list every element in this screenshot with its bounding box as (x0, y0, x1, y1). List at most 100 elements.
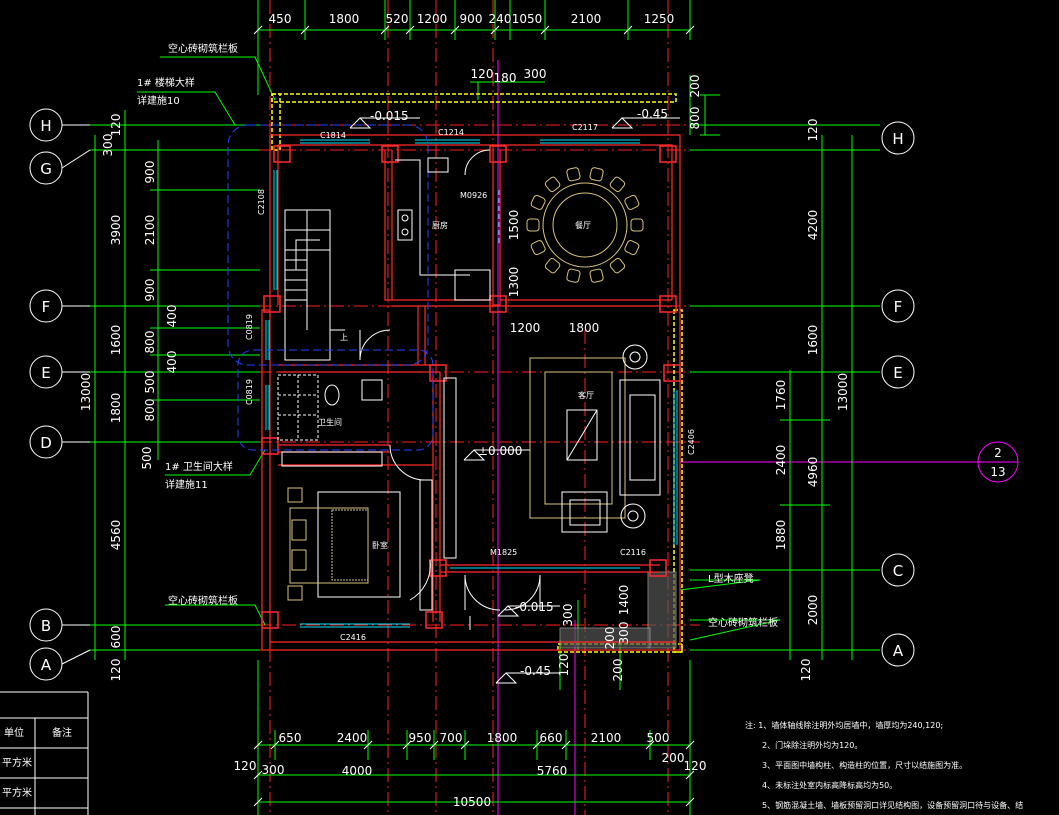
bottom-dim: 660 (540, 731, 563, 745)
dining-chair (609, 176, 626, 193)
notes-table (0, 691, 89, 815)
top-small-dim: 800 (688, 107, 702, 130)
columns (261, 145, 681, 629)
bottom-dim-2: 4000 (342, 764, 373, 778)
parapet-wall (271, 93, 683, 653)
room-dining: 餐厅 (575, 221, 591, 230)
bedroom-furniture (287, 479, 433, 611)
room-living: 客厅 (578, 390, 594, 400)
dining-chair (530, 194, 546, 210)
opening-c0819-lower: C0819 (245, 379, 254, 405)
top-dim: 900 (460, 12, 483, 26)
top-dim: 520 (386, 12, 409, 26)
axis-label-f-left: F (42, 298, 51, 316)
axis-bubbles-right (881, 121, 915, 667)
stair (284, 209, 391, 361)
bottom-dim: 950 (409, 731, 432, 745)
top-small-dim: 300 (524, 67, 547, 81)
bottom-dim-2: 120 (234, 759, 257, 773)
axis-label-b-left: B (41, 617, 51, 635)
note-line: 5、钢筋混凝土墙、墙板预留洞口详见结构图，设备预留洞口待与设备、结 (762, 800, 1023, 810)
top-dim: 240 (489, 12, 512, 26)
table-cell: 平方米 (2, 786, 32, 799)
opening-c1814: C1814 (320, 131, 346, 140)
callout-top-parapet: 空心砖砌筑栏板 (168, 42, 238, 55)
axis-label-a-left: A (41, 656, 52, 674)
top-small-dim: 180 (494, 71, 517, 85)
left-dim: 400 (165, 305, 179, 328)
dining-chair (566, 268, 581, 283)
walls (261, 134, 681, 651)
left-dim-outer: 1800 (109, 393, 123, 424)
opening-c2116: C2116 (620, 548, 646, 557)
left-dim-outer: 1600 (109, 325, 123, 356)
right-dim: 2400 (774, 445, 788, 476)
bottom-small-dim: 120 (557, 654, 571, 677)
callout-bath-ref: 详建施11 (165, 478, 208, 491)
top-small-dim: 200 (688, 75, 702, 98)
left-dim-total: 13000 (79, 373, 93, 411)
bottom-total: 10500 (453, 795, 491, 809)
right-dim: 120 (806, 119, 820, 142)
bottom-dim-2: 300 (262, 763, 285, 777)
table-header-unit: 单位 (4, 726, 24, 739)
bottom-dim: 650 (279, 731, 302, 745)
bottom-dim-2: 120 (684, 759, 707, 773)
bathroom-fixtures (277, 374, 426, 481)
right-dim: 120 (799, 659, 813, 682)
axis-lines-vertical (269, 0, 669, 815)
axis-label-h-left: H (40, 117, 51, 135)
level-bottom: -0.45 (520, 664, 551, 678)
axis-label-f-right: F (894, 298, 903, 316)
section-mark-top: 2 (994, 446, 1002, 460)
right-dim: 1760 (774, 380, 788, 411)
inner-dim: 200 (603, 627, 617, 650)
callout-bottom-parapet: 空心砖砌筑栏板 (168, 594, 238, 607)
inner-dim: 1800 (569, 321, 600, 335)
dining-chair (609, 257, 626, 274)
opening-m1825: M1825 (490, 548, 517, 557)
bottom-dim: 2400 (337, 731, 368, 745)
left-dim: 800 (143, 331, 157, 354)
level-markers (349, 117, 680, 684)
left-dim: 600 (109, 626, 123, 649)
living-furniture (529, 344, 661, 533)
axis-label-d-left: D (40, 434, 52, 452)
left-dim: 800 (143, 399, 157, 422)
bottom-dim: 700 (440, 731, 463, 745)
opening-c2416: C2416 (340, 633, 366, 642)
inner-dim: 1400 (617, 585, 631, 616)
left-dim-outer: 3900 (109, 215, 123, 246)
left-dim: 4560 (109, 520, 123, 551)
left-dim: 2100 (143, 215, 157, 246)
callout-right-parapet: 空心砖砌筑栏板 (708, 616, 778, 629)
table-header-note: 备注 (52, 726, 72, 739)
axis-label-e-left: E (41, 364, 50, 382)
opening-c2406: C2406 (687, 429, 696, 455)
level-center: ±0.000 (478, 444, 522, 458)
level-top-left: -0.015 (370, 109, 409, 123)
right-dim: 4200 (806, 210, 820, 241)
top-dim: 1200 (417, 12, 448, 26)
axis-lines-horizontal (210, 124, 978, 651)
top-dim: 1250 (644, 12, 675, 26)
note-line: 2、门垛除注明外均为120。 (762, 740, 862, 750)
left-dim: 400 (165, 351, 179, 374)
windows (265, 139, 678, 628)
dining-chair (544, 257, 561, 274)
section-mark (977, 441, 1019, 483)
top-dim: 2100 (571, 12, 602, 26)
top-small-dim: 120 (471, 67, 494, 81)
callout-bath-detail: 1# 卫生间大样 (165, 460, 233, 473)
right-dim: 1600 (806, 325, 820, 356)
kitchen-fixtures (395, 149, 491, 301)
stair-up: 上 (340, 333, 348, 342)
callout-stair-detail: 1# 楼梯大样 (137, 76, 195, 89)
top-dim: 450 (269, 12, 292, 26)
top-dim: 1800 (329, 12, 360, 26)
opening-m0926: M0926 (460, 191, 487, 200)
axis-label-a-right: A (893, 642, 904, 660)
level-bottom-porch: -0.015 (515, 600, 554, 614)
right-dim: 2000 (806, 595, 820, 626)
axis-bubbles-left (29, 108, 91, 681)
